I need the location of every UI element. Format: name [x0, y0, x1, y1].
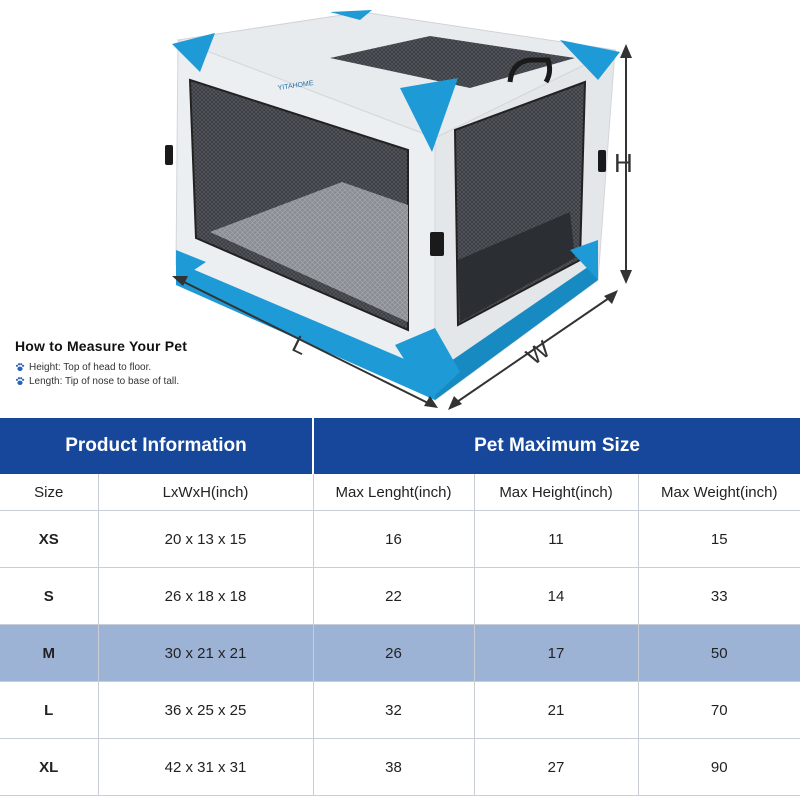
table-row: S 26 x 18 x 18 22 14 33 — [0, 567, 800, 625]
table-column-header: Size LxWxH(inch) Max Lenght(inch) Max He… — [0, 474, 800, 511]
cell-height: 27 — [474, 738, 639, 796]
cell-dims: 30 x 21 x 21 — [98, 624, 314, 682]
measure-line-height-text: Height: Top of head to floor. — [29, 361, 152, 373]
table-row: L 36 x 25 x 25 32 21 70 — [0, 681, 800, 739]
width-arrow — [448, 290, 618, 410]
col-max-height: Max Height(inch) — [474, 474, 639, 511]
width-label: W — [522, 336, 556, 371]
cell-size: S — [0, 567, 99, 625]
col-size: Size — [0, 474, 99, 511]
col-max-weight: Max Weight(inch) — [638, 474, 800, 511]
group-header-pet: Pet Maximum Size — [313, 418, 800, 474]
cell-size: L — [0, 681, 99, 739]
cell-height: 11 — [474, 510, 639, 568]
cell-size: XS — [0, 510, 99, 568]
cell-height: 17 — [474, 624, 639, 682]
cell-size: XL — [0, 738, 99, 796]
cell-dims: 20 x 13 x 15 — [98, 510, 314, 568]
measure-title: How to Measure Your Pet — [15, 338, 188, 354]
height-arrow — [620, 44, 632, 284]
col-max-length: Max Lenght(inch) — [313, 474, 475, 511]
crate-body — [165, 10, 620, 401]
cell-size: M — [0, 624, 99, 682]
cell-height: 21 — [474, 681, 639, 739]
measure-line-length: Length: Tip of nose to base of tall. — [15, 374, 187, 388]
cell-weight: 15 — [638, 510, 800, 568]
cell-height: 14 — [474, 567, 639, 625]
table-row-highlighted: M 30 x 21 x 21 26 17 50 — [0, 624, 800, 682]
cell-weight: 33 — [638, 567, 800, 625]
cell-length: 16 — [313, 510, 475, 568]
size-table: Product Information Pet Maximum Size Siz… — [0, 418, 800, 796]
cell-weight: 50 — [638, 624, 800, 682]
cell-length: 22 — [313, 567, 475, 625]
table-row: XS 20 x 13 x 15 16 11 15 — [0, 510, 800, 568]
measure-line-length-text: Length: Tip of nose to base of tall. — [29, 375, 180, 387]
paw-icon — [15, 363, 25, 371]
cell-dims: 26 x 18 x 18 — [98, 567, 314, 625]
group-header-product: Product Information — [0, 418, 314, 474]
measure-line-height: Height: Top of head to floor. — [15, 360, 187, 374]
cell-weight: 90 — [638, 738, 800, 796]
cell-dims: 36 x 25 x 25 — [98, 681, 314, 739]
cell-weight: 70 — [638, 681, 800, 739]
dog-crate-illustration: YITAHOME H L W — [165, 10, 633, 410]
col-dims: LxWxH(inch) — [98, 474, 314, 511]
cell-length: 38 — [313, 738, 475, 796]
cell-dims: 42 x 31 x 31 — [98, 738, 314, 796]
table-row: XL 42 x 31 x 31 38 27 90 — [0, 738, 800, 796]
cell-length: 26 — [313, 624, 475, 682]
measure-guide: How to Measure Your Pet Height: Top of h… — [15, 338, 187, 388]
height-label: H — [614, 148, 633, 178]
cell-length: 32 — [313, 681, 475, 739]
table-group-header: Product Information Pet Maximum Size — [0, 418, 800, 474]
brand-logo: YITAHOME — [277, 80, 314, 92]
length-arrow — [172, 276, 438, 408]
paw-icon — [15, 377, 25, 385]
